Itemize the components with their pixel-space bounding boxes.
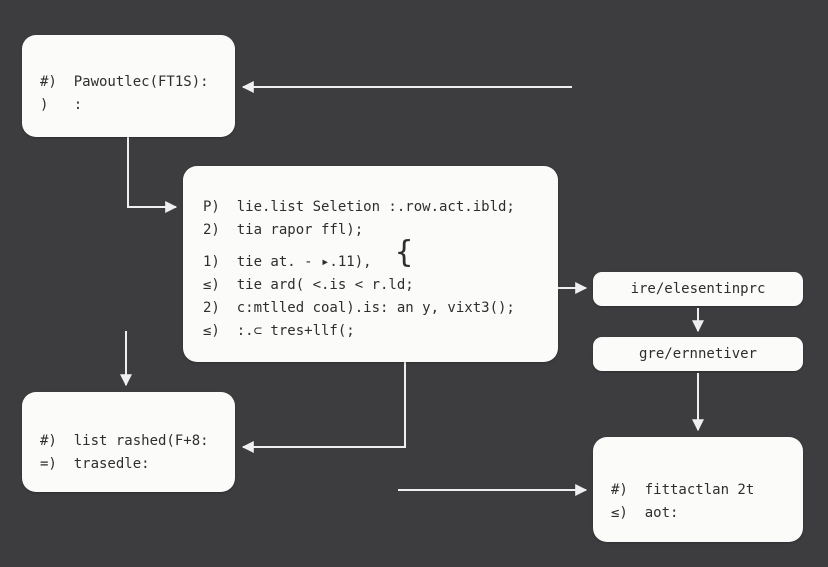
node-center-code: P) lie.list Seletion :.row.act.ibld; 2) … (183, 166, 558, 362)
node-text-line: #) Pawoutlec(FT1S): (40, 74, 209, 90)
node-text-line: ≤) aot: (611, 505, 679, 521)
curly-brace-glyph: { (395, 235, 414, 270)
node-text-line: 2) c:mtlled coal).is: an y, vixt3(); (203, 300, 515, 316)
node-bottom-left: #) list rashed(F+8: =) trasedle: (22, 392, 235, 492)
node-top-left: #) Pawoutlec(FT1S): ) : (22, 35, 235, 137)
node-text-line: #) list rashed(F+8: (40, 433, 209, 449)
code-stanza: 1) tie at. - ▸.11), ≤) tie ard( <.is < r… (203, 251, 558, 343)
node-label: ire/elesentinprc (630, 280, 766, 297)
node-text-line: ) : (40, 97, 83, 113)
node-right-top: ire/elesentinprc (593, 272, 803, 306)
node-bottom-right: #) fittactlan 2t ≤) aot: (593, 437, 803, 542)
arrow-center-to-bottom-left-box (241, 362, 406, 453)
node-text-line: 2) tia rapor ffl); (203, 222, 364, 238)
node-text-line: ≤) tie ard( <.is < r.ld; (203, 277, 414, 293)
node-text-line: 1) tie at. - ▸.11), (203, 254, 372, 270)
node-right-middle: gre/ernnetiver (593, 337, 803, 371)
node-text-line: ≤) :.⊂ tres+llf(; (203, 323, 355, 339)
code-stanza: P) lie.list Seletion :.row.act.ibld; 2) … (203, 196, 558, 242)
node-text-line: #) fittactlan 2t (611, 482, 755, 498)
node-label: gre/ernnetiver (638, 345, 757, 362)
arrow-topleft-to-center-box (127, 137, 178, 213)
node-text-line: P) lie.list Seletion :.row.act.ibld; (203, 199, 515, 215)
node-text-line: =) trasedle: (40, 456, 150, 472)
